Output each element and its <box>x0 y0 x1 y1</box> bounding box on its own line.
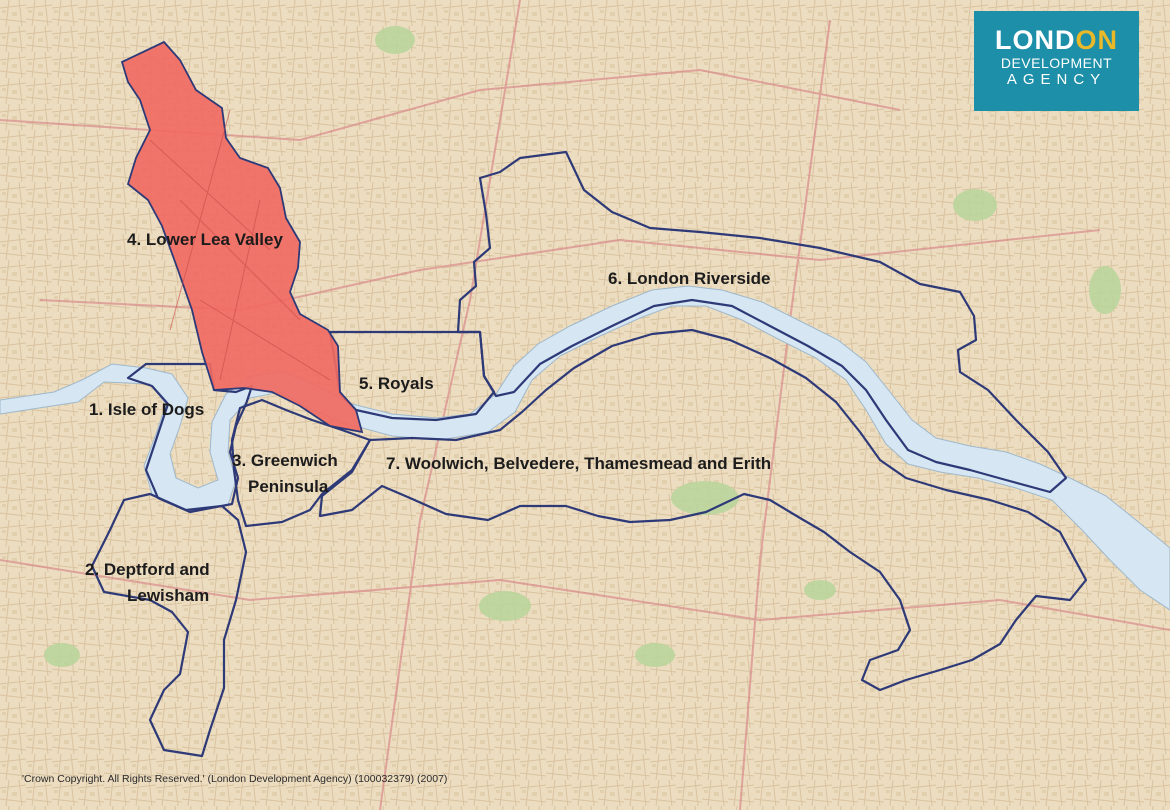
logo-wordmark-part2: ON <box>1075 25 1118 55</box>
logo-agency: AGENCY <box>1006 71 1107 88</box>
copyright-notice: 'Crown Copyright. All Rights Reserved.' … <box>22 773 447 785</box>
zone-label-deptford-lewisham-line1: 2. Deptford and <box>85 560 210 579</box>
zone-label-greenwich-peninsula-line2: Peninsula <box>248 477 329 496</box>
zone-label-lower-lea-valley: 4. Lower Lea Valley <box>127 230 283 249</box>
zone-london-riverside-boundary[interactable] <box>456 150 1068 494</box>
zone-deptford-lewisham-boundary[interactable] <box>90 492 248 758</box>
zone-label-london-riverside: 6. London Riverside <box>608 269 770 288</box>
logo-wordmark: LONDON <box>974 25 1139 55</box>
zone-label-greenwich-peninsula-line1: 3. Greenwich <box>232 451 338 470</box>
zone-lower-lea-valley[interactable] <box>120 40 364 434</box>
lda-logo: LONDON DEVELOPMENT AGENCY <box>974 11 1139 111</box>
zone-label-royals: 5. Royals <box>359 374 434 393</box>
green-spaces <box>44 26 1121 667</box>
zone-labels: 4. Lower Lea Valley 6. London Riverside … <box>85 230 771 605</box>
zone-label-woolwich-thamesmead: 7. Woolwich, Belvedere, Thamesmead and E… <box>386 454 771 473</box>
zone-label-isle-of-dogs: 1. Isle of Dogs <box>89 400 204 419</box>
zone-greenwich-peninsula-boundary[interactable] <box>230 398 372 528</box>
zone-label-deptford-lewisham-line2: Lewisham <box>127 586 209 605</box>
zone-woolwich-thamesmead-boundary[interactable] <box>318 328 1088 692</box>
logo-wordmark-part1: LOND <box>995 25 1076 55</box>
lea-valley-streets <box>149 109 331 381</box>
logo-development: DEVELOPMENT <box>1000 55 1113 71</box>
